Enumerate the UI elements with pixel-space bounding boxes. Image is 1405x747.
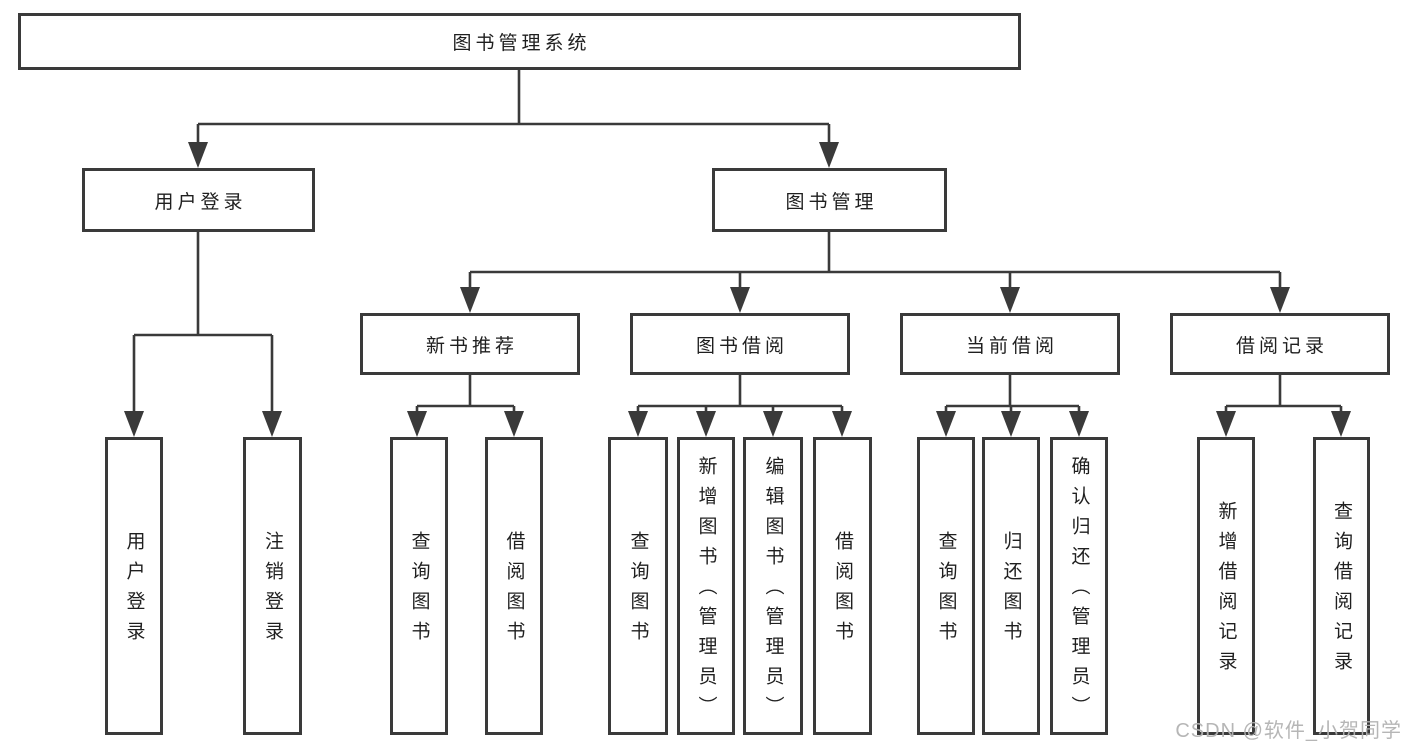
leaf-recommend-borrow-books-label: 借阅图书 xyxy=(503,531,525,651)
node-borrowing-records-label: 借阅记录 xyxy=(1235,335,1328,357)
leaf-query-borrow-record-label: 查询借阅记录 xyxy=(1331,501,1352,681)
node-current-borrowing: 当前借阅 xyxy=(900,313,1120,375)
leaf-return-book: 归还图书 xyxy=(982,437,1040,735)
leaf-borrowing-query-books-label: 查询图书 xyxy=(627,531,649,651)
node-root-system-label: 图书管理系统 xyxy=(452,33,591,54)
tree-edges xyxy=(132,70,1343,415)
leaf-current-query-books: 查询图书 xyxy=(917,437,975,735)
node-book-borrowing: 图书借阅 xyxy=(630,313,850,375)
leaf-edit-book-admin: 编辑图书（管理员） xyxy=(743,437,803,735)
leaf-logout-label: 注销登录 xyxy=(262,531,283,651)
node-book-borrowing-label: 图书借阅 xyxy=(695,335,788,357)
arrowheads xyxy=(124,142,1351,437)
node-book-management: 图书管理 xyxy=(712,168,947,232)
node-borrowing-records: 借阅记录 xyxy=(1170,313,1390,375)
node-user-login-group: 用户登录 xyxy=(82,168,315,232)
leaf-borrow-book: 借阅图书 xyxy=(813,437,872,735)
node-user-login-group-label: 用户登录 xyxy=(154,191,247,213)
leaf-recommend-query-books: 查询图书 xyxy=(390,437,448,735)
leaf-borrowing-query-books: 查询图书 xyxy=(608,437,668,735)
leaf-query-borrow-record: 查询借阅记录 xyxy=(1313,437,1370,735)
node-root-system: 图书管理系统 xyxy=(18,13,1021,70)
node-current-borrowing-label: 当前借阅 xyxy=(965,335,1058,357)
leaf-add-borrow-record-label: 新增借阅记录 xyxy=(1215,501,1237,681)
leaf-user-login-label: 用户登录 xyxy=(123,531,145,651)
leaf-add-book-admin-label: 新增图书（管理员） xyxy=(695,456,717,726)
node-new-book-recommend: 新书推荐 xyxy=(360,313,580,375)
leaf-user-login: 用户登录 xyxy=(105,437,163,735)
leaf-recommend-borrow-books: 借阅图书 xyxy=(485,437,543,735)
leaf-confirm-return-admin: 确认归还（管理员） xyxy=(1050,437,1108,735)
leaf-borrow-book-label: 借阅图书 xyxy=(832,531,853,651)
node-new-book-recommend-label: 新书推荐 xyxy=(425,335,518,357)
node-book-management-label: 图书管理 xyxy=(785,191,878,213)
leaf-confirm-return-admin-label: 确认归还（管理员） xyxy=(1068,456,1090,726)
leaf-recommend-query-books-label: 查询图书 xyxy=(408,531,430,651)
leaf-return-book-label: 归还图书 xyxy=(1000,531,1022,651)
leaf-add-borrow-record: 新增借阅记录 xyxy=(1197,437,1255,735)
leaf-logout: 注销登录 xyxy=(243,437,302,735)
leaf-edit-book-admin-label: 编辑图书（管理员） xyxy=(762,456,784,726)
leaf-current-query-books-label: 查询图书 xyxy=(935,531,957,651)
leaf-add-book-admin: 新增图书（管理员） xyxy=(677,437,735,735)
csdn-watermark: CSDN @软件_小贺同学 xyxy=(1175,720,1402,742)
